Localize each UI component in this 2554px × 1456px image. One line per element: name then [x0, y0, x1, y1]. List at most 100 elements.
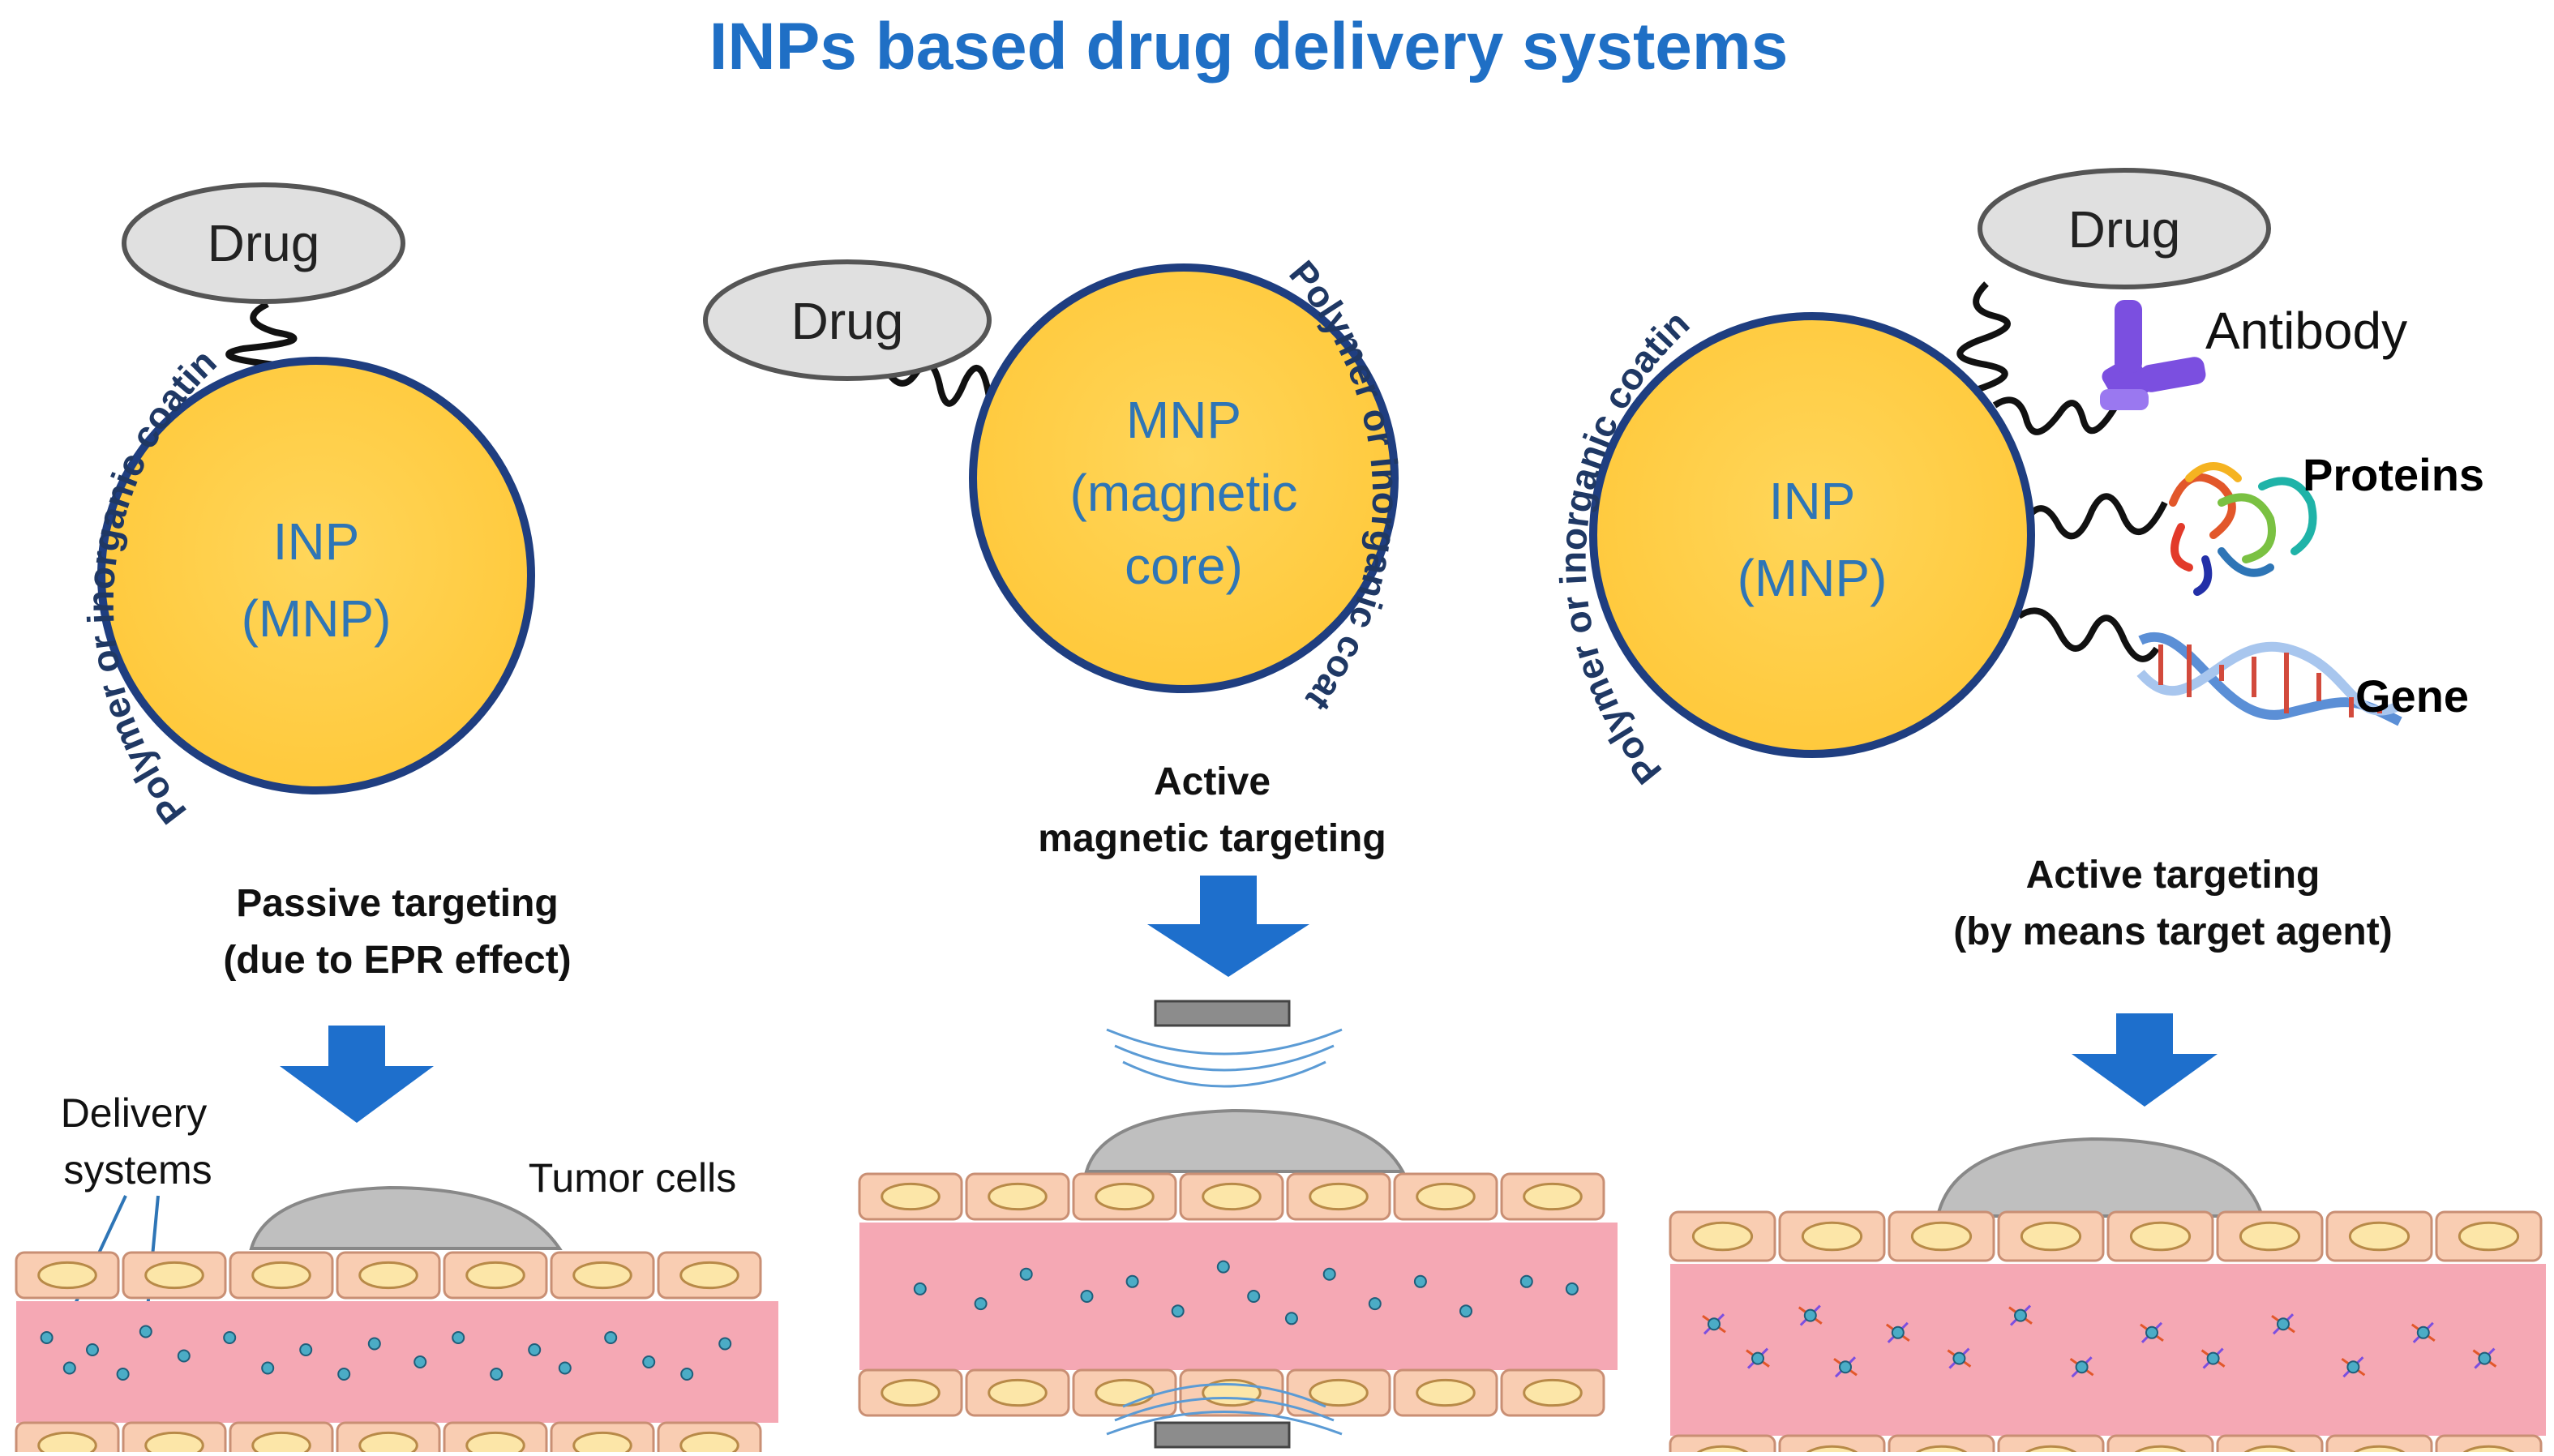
vessel-right-particle: [2075, 1360, 2089, 1374]
vessel-left-particle: [62, 1361, 76, 1375]
vessel-left-particle: [604, 1331, 618, 1344]
vessel-right-particle: [1803, 1308, 1817, 1322]
vessel-left-nucleus: [572, 1431, 632, 1456]
vessel-left-particle: [116, 1368, 130, 1381]
core-inp-right: [1589, 312, 2035, 758]
vessel-left-particle: [367, 1337, 381, 1351]
vessel-middle-particle: [913, 1282, 927, 1295]
panel-passive: Drug INP (MNP) Polymer or inorganic coat…: [0, 0, 778, 1456]
vessel-middle-lumen: [859, 1223, 1618, 1370]
tumor-label: Tumor cells: [529, 1155, 737, 1201]
tumor-right: [1935, 1137, 2265, 1218]
antibody-label: Antibody: [2205, 302, 2407, 360]
linker-right-antibody: [1992, 396, 2119, 435]
magnet-bottom: [1154, 1421, 1291, 1449]
tumor-left: [249, 1185, 563, 1250]
vessel-middle-nucleus: [1523, 1378, 1583, 1407]
targeting-label-right-2: (by means target agent): [1953, 910, 2392, 953]
delivery-label-2: systems: [63, 1147, 212, 1193]
targeting-label-left-1: Passive targeting: [236, 882, 559, 925]
drug-label-left: Drug: [208, 214, 320, 272]
vessel-left-particle: [718, 1337, 732, 1351]
drug-label-middle: Drug: [791, 292, 904, 350]
targeting-label-right-1: Active targeting: [2026, 854, 2320, 897]
arrow-down-left: [280, 1026, 434, 1123]
vessel-right-particle: [2206, 1351, 2220, 1365]
vessel-left-particle: [490, 1368, 504, 1381]
vessel-middle-nucleus: [1202, 1182, 1262, 1211]
vessel-middle-particle: [1019, 1267, 1033, 1281]
vessel-right-particle: [2145, 1325, 2158, 1339]
vessel-left-nucleus: [679, 1261, 739, 1290]
vessel-left-lumen: [16, 1301, 778, 1423]
vessel-middle-nucleus: [881, 1182, 941, 1211]
targeting-label-middle-1: Active: [1154, 760, 1271, 803]
vessel-middle-particle: [1284, 1312, 1298, 1325]
vessel-middle-particle: [1413, 1274, 1427, 1288]
protein-icon: [2169, 462, 2317, 596]
vessel-right-nucleus: [2458, 1221, 2520, 1252]
vessel-left-particle: [528, 1343, 542, 1356]
delivery-label-1: Delivery: [61, 1090, 208, 1136]
vessel-left-particle: [558, 1361, 572, 1375]
core-label-right-1: INP: [1769, 472, 1856, 530]
targeting-label-middle-2: magnetic targeting: [1038, 817, 1386, 860]
vessel-left-nucleus: [251, 1261, 311, 1290]
drug-label-right: Drug: [2068, 200, 2181, 259]
vessel-left-nucleus: [572, 1261, 632, 1290]
vessel-right-particle: [1891, 1325, 1905, 1339]
page-title: INPs based drug delivery systems: [709, 10, 1789, 84]
vessel-middle-particle: [1080, 1290, 1094, 1303]
vessel-middle-nucleus: [1416, 1378, 1476, 1407]
core-label-left-1: INP: [273, 512, 360, 571]
vessel-right-particle: [1708, 1317, 1721, 1331]
magnet-top: [1154, 1000, 1291, 1027]
vessel-left-particle: [337, 1368, 351, 1381]
vessel-right-lumen: [1670, 1264, 2546, 1436]
vessel-left-nucleus: [358, 1261, 418, 1290]
vessel-middle-nucleus: [1095, 1378, 1155, 1407]
magnetic-field-bottom: [1106, 1383, 1343, 1436]
vessel-left-particle: [452, 1331, 465, 1344]
vessel-left-particle: [680, 1368, 694, 1381]
vessel-left-nucleus: [251, 1431, 311, 1456]
vessel-right-nucleus: [1910, 1221, 1973, 1252]
vessel-left-nucleus: [465, 1431, 525, 1456]
vessel-left-nucleus: [37, 1261, 97, 1290]
vessel-middle-nucleus: [988, 1378, 1048, 1407]
linker-right-gene: [2016, 607, 2160, 662]
vessel-middle-particle: [1216, 1260, 1230, 1274]
core-label-middle-1: MNP: [1126, 391, 1241, 449]
vessel-right-nucleus: [2020, 1221, 2082, 1252]
vessel-middle-particle: [1459, 1304, 1472, 1318]
magnetic-field-top: [1106, 1028, 1343, 1088]
vessel-right-particle: [1952, 1351, 1966, 1365]
linker-middle: [881, 360, 992, 407]
vessel-left-particle: [139, 1325, 152, 1338]
vessel-middle-particle: [1565, 1282, 1579, 1295]
vessel-left-particle: [223, 1331, 237, 1344]
vessel-middle-nucleus: [881, 1378, 941, 1407]
vessel-middle-nucleus: [988, 1182, 1048, 1211]
core-label-middle-2: (magnetic: [1070, 464, 1298, 522]
vessel-right-particle: [1751, 1351, 1764, 1365]
vessel-right-nucleus: [2348, 1221, 2410, 1252]
vessel-middle-nucleus: [1416, 1182, 1476, 1211]
drug-oval-middle: [703, 259, 992, 381]
vessel-left: [15, 1251, 778, 1456]
antibody-icon: [2100, 300, 2206, 410]
vessel-right-particle: [2277, 1317, 2290, 1331]
dna-icon: [2136, 632, 2402, 726]
vessel-left-nucleus: [144, 1261, 204, 1290]
vessel-left-particle: [414, 1355, 427, 1368]
targeting-label-left-2: (due to EPR effect): [223, 939, 571, 982]
core-label-middle-3: core): [1125, 537, 1243, 595]
vessel-right-nucleus: [1801, 1221, 1863, 1252]
vessel-left-particle: [177, 1349, 191, 1363]
vessel-right-nucleus: [2239, 1221, 2301, 1252]
vessel-left-nucleus: [37, 1431, 97, 1456]
vessel-middle-particle: [1125, 1274, 1139, 1288]
vessel-right-nucleus: [1691, 1221, 1754, 1252]
